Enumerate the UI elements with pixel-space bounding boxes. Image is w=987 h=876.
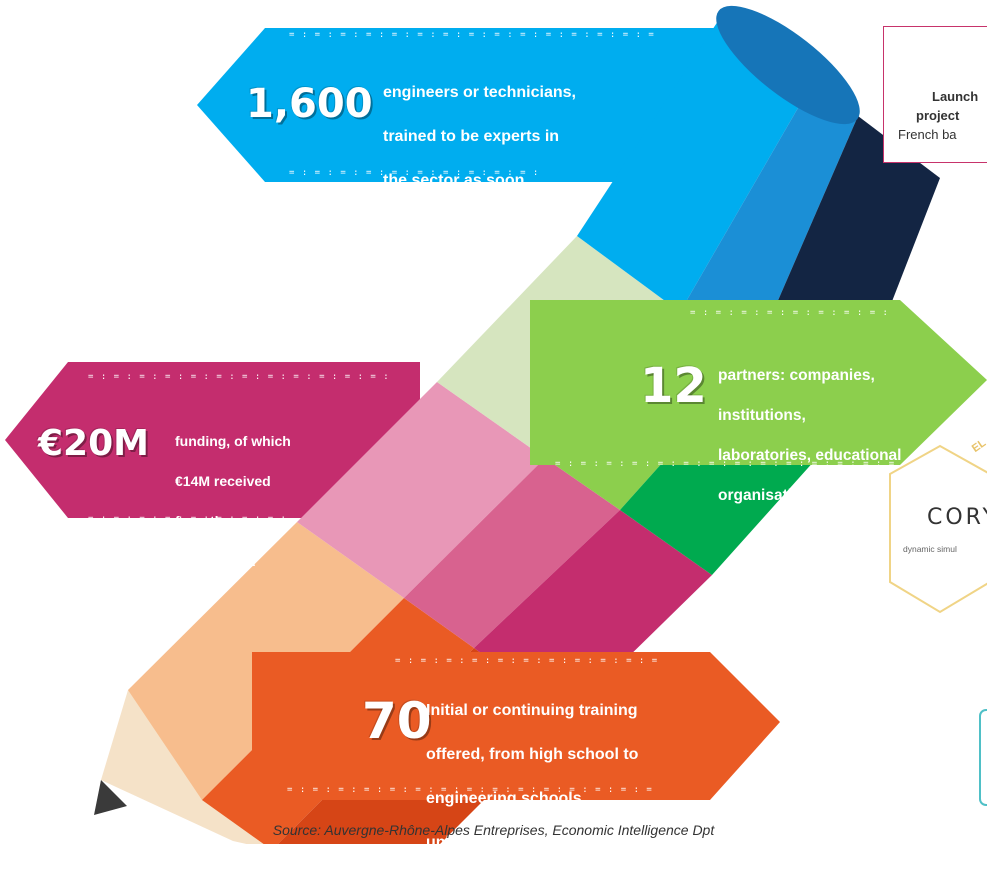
stitch-funding-top: = : = : = : = : = : = : = : = : = : = : … <box>88 372 388 382</box>
launch-info-box: Launch project French ba <box>883 26 987 163</box>
stat-number-partners: 12 <box>640 358 707 414</box>
pencil-infographic <box>5 5 987 844</box>
pencil-shaft-blue-b <box>680 82 858 365</box>
stat-line: institutions, <box>718 407 806 424</box>
cory-logo-text: CORY <box>927 505 987 530</box>
stat-line: offered, from high school to <box>426 746 639 763</box>
pencil-shaft-blue-a <box>577 15 813 312</box>
stat-text-training: Initial or continuing training offered, … <box>426 678 638 876</box>
stat-line: as 2025 <box>383 216 441 233</box>
stat-text-partners: partners: companies, institutions, labor… <box>718 346 901 526</box>
stitch-funding-bottom: = : = : = : = : = : = : = : = : = : = : … <box>88 514 288 524</box>
banner-funding <box>5 362 420 518</box>
source-caption: Source: Auvergne-Rhône-Alpes Entreprises… <box>272 822 715 838</box>
stitch-partners-top: = : = : = : = : = : = : = : = : = : = : … <box>690 308 890 318</box>
pencil-lead <box>94 780 127 815</box>
launch-line-1: Launch <box>932 89 979 104</box>
logo-hexagon <box>889 444 987 614</box>
pencil-shaft-pink-a <box>297 382 545 598</box>
banner-training <box>252 652 780 800</box>
stat-line: funding, of which <box>175 433 291 449</box>
stitch-engineers-bottom: = : = : = : = : = : = : = : = : = : = : … <box>289 168 539 178</box>
banner-engineers <box>197 28 720 182</box>
launch-line-3: French ba <box>898 127 957 142</box>
stat-line: engineers or technicians, <box>383 84 576 101</box>
stat-line: organisations <box>718 487 820 504</box>
launch-line-2: project <box>916 108 960 123</box>
stat-number-training: 70 <box>362 692 432 750</box>
stat-line: from the <box>175 513 231 529</box>
stat-line: the sector as soon <box>383 172 525 189</box>
pencil-end-cap <box>716 5 860 125</box>
cory-logo-tagline: dynamic simul <box>903 544 957 554</box>
stitch-training-top: = : = : = : = : = : = : = : = : = : = : … <box>395 656 665 666</box>
stat-line: partners: companies, <box>718 367 875 384</box>
stat-text-funding: funding, of which €14M received from the… <box>175 411 291 591</box>
stat-line: government <box>175 553 256 569</box>
stat-line: engineering schools, <box>426 790 587 807</box>
stitch-training-bottom: = : = : = : = : = : = : = : = : = : = : … <box>287 785 653 795</box>
stitch-partners-bottom: = : = : = : = : = : = : = : = : = : = : … <box>555 459 900 469</box>
banner-partners <box>530 300 987 465</box>
stat-number-funding: €20M <box>38 423 149 464</box>
stat-line: €14M received <box>175 473 271 489</box>
stat-line: trained to be experts in <box>383 128 560 145</box>
stat-number-engineers: 1,600 <box>246 81 373 127</box>
stat-line: laboratories, educational <box>718 447 902 464</box>
stat-line: Initial or continuing training <box>426 702 638 719</box>
stat-text-engineers: engineers or technicians, trained to be … <box>383 60 576 258</box>
pencil-shaft-pink-b <box>404 458 620 648</box>
teal-card-corner <box>979 709 987 806</box>
stitch-engineers-top: = : = : = : = : = : = : = : = : = : = : … <box>289 30 655 40</box>
